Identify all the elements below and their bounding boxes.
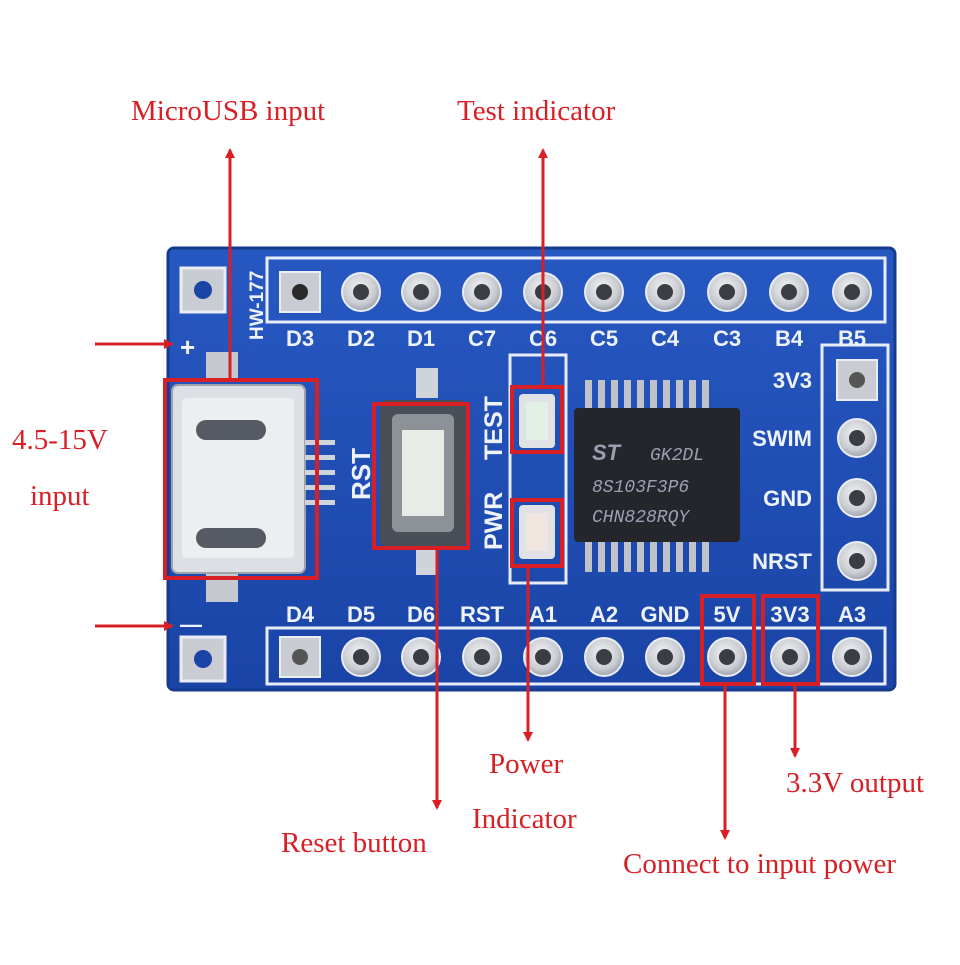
callout-arrows: [95, 148, 800, 840]
pwr-silk-label: PWR: [480, 492, 508, 550]
highlight-power-led: [510, 498, 564, 568]
pin-pad-top-c4-hole: [657, 284, 673, 300]
pin-label-bottom-5v: 5V: [714, 602, 741, 627]
st-logo-icon: ST: [592, 440, 622, 465]
pin-label-side-swim: SWIM: [752, 426, 812, 451]
pin-label-top-d1: D1: [407, 326, 435, 351]
pin-label-side-gnd: GND: [763, 486, 812, 511]
top-header-pads: [341, 272, 872, 312]
led-silk-outline: [508, 353, 568, 585]
pin-label-side-3v3: 3V3: [773, 368, 812, 393]
mount-hole-bottom-left: [194, 650, 212, 668]
pin-pad-bottom-d6-hole: [413, 649, 429, 665]
pin-pad-bottom-a3-hole: [844, 649, 860, 665]
pin-pad-top-c5-hole: [596, 284, 612, 300]
pin-pad-bottom-d5-hole: [353, 649, 369, 665]
chip-marking-3: CHN828RQY: [592, 508, 690, 528]
pin-label-top-c3: C3: [713, 326, 741, 351]
pin-label-bottom-a3: A3: [838, 602, 866, 627]
label-test-indicator: Test indicator: [457, 95, 616, 127]
highlight-5v-pin: [700, 594, 756, 686]
pin-pad-bottom-a2-hole: [596, 649, 612, 665]
mcu-chip: ST GK2DL 8S103F3P6 CHN828RQY: [574, 380, 740, 572]
board-model-label: HW-177: [247, 271, 268, 340]
highlight-usb: [163, 378, 319, 580]
pin-pad-bottom-3v3-hole: [782, 649, 798, 665]
highlight-reset: [372, 402, 470, 550]
minus-marking: —: [180, 612, 202, 637]
label-connect-power: Connect to input power: [623, 848, 897, 880]
pin-label-bottom-d5: D5: [347, 602, 375, 627]
led-test: [519, 394, 555, 448]
pin-pad-bottom-gnd-hole: [657, 649, 673, 665]
label-microusb-input: MicroUSB input: [131, 95, 326, 127]
pin-label-bottom-rst: RST: [460, 602, 505, 627]
pin-pad-top-b5-hole: [844, 284, 860, 300]
label-power-indicator-1: Power: [489, 748, 564, 780]
pin-label-bottom-d4: D4: [286, 602, 315, 627]
pin-pad-side-nrst-hole: [849, 553, 865, 569]
pin-label-bottom-a1: A1: [529, 602, 557, 627]
highlight-test-led: [510, 385, 564, 454]
micro-usb-connector: [171, 352, 335, 602]
pin-pad-top-d2-hole: [353, 284, 369, 300]
pin-label-bottom-gnd: GND: [641, 602, 690, 627]
mount-hole-top-left: [194, 281, 212, 299]
pin-label-top-d3: D3: [286, 326, 314, 351]
side-header-outline: [820, 343, 890, 592]
pin-label-top-c5: C5: [590, 326, 618, 351]
pin-label-bottom-a2: A2: [590, 602, 618, 627]
pin-label-bottom-3v3: 3V3: [770, 602, 809, 627]
pin-label-bottom-d6: D6: [407, 602, 435, 627]
label-voltage-input-2: input: [30, 480, 90, 512]
plus-marking: +: [180, 332, 195, 362]
pin-pad-top-c3-hole: [719, 284, 735, 300]
pin-pad-side-gnd-hole: [849, 490, 865, 506]
pin-pad-bottom-a1-hole: [535, 649, 551, 665]
chip-marking-2: 8S103F3P6: [592, 478, 689, 498]
label-3v3-output: 3.3V output: [786, 767, 925, 799]
pcb-body: [166, 246, 897, 692]
pin-pad-top-b4-hole: [781, 284, 797, 300]
test-silk-label: TEST: [480, 396, 508, 460]
rst-silk-label: RST: [346, 448, 376, 500]
side-header-pads: [837, 418, 877, 581]
pin-label-top-c7: C7: [468, 326, 496, 351]
top-header-outline: [265, 256, 887, 324]
chip-marking-1: GK2DL: [650, 446, 704, 466]
label-reset-button: Reset button: [281, 827, 427, 859]
bottom-header-outline: [265, 626, 887, 686]
pin-label-top-b5: B5: [838, 326, 866, 351]
led-power: [519, 505, 555, 559]
label-power-indicator-2: Indicator: [472, 803, 577, 835]
bottom-pin-labels: D4 D5 D6 RST A1 A2 GND 5V 3V3 A3: [286, 602, 866, 627]
highlight-boxes: [163, 378, 820, 686]
pin-label-top-d2: D2: [347, 326, 375, 351]
pin-label-side-nrst: NRST: [752, 549, 812, 574]
pin-label-top-c4: C4: [651, 326, 680, 351]
pin-pad-top-c7-hole: [474, 284, 490, 300]
pin-label-top-b4: B4: [775, 326, 804, 351]
pin-pad-bottom-5v-hole: [719, 649, 735, 665]
highlight-3v3-pin: [761, 594, 820, 686]
bottom-header-pads: [341, 637, 872, 677]
pin-pad-top-d1-hole: [413, 284, 429, 300]
pin-pad-side-swim-hole: [849, 430, 865, 446]
reset-switch: [380, 368, 466, 575]
label-voltage-input-1: 4.5-15V: [12, 424, 108, 456]
pin-pad-bottom-rst-hole: [474, 649, 490, 665]
